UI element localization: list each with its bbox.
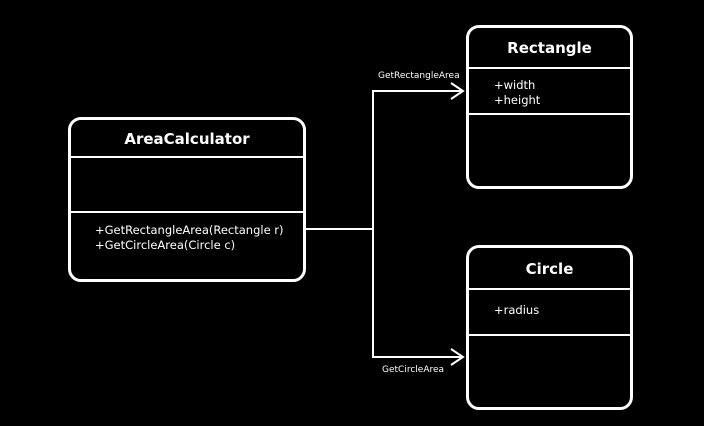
edge-label-get-rectangle-area: GetRectangleArea bbox=[378, 71, 460, 81]
class-attributes-section: +width +height bbox=[469, 69, 630, 115]
edge-label-get-circle-area: GetCircleArea bbox=[382, 365, 445, 375]
class-name-area-calculator: AreaCalculator bbox=[124, 130, 250, 148]
class-operations-section: +GetRectangleArea(Rectangle r) +GetCircl… bbox=[71, 213, 303, 253]
class-circle[interactable]: Circle +radius bbox=[466, 245, 633, 410]
class-name-circle: Circle bbox=[525, 260, 574, 278]
class-name-section: AreaCalculator bbox=[71, 120, 303, 158]
operation-get-circle-area: +GetCircleArea(Circle c) bbox=[95, 238, 236, 252]
attribute-width: +width bbox=[494, 78, 536, 92]
class-rectangle[interactable]: Rectangle +width +height bbox=[466, 25, 633, 189]
edge-line-to-rectangle bbox=[306, 90, 463, 230]
class-attributes-section: +radius bbox=[469, 290, 630, 336]
attribute-height: +height bbox=[494, 93, 541, 107]
arrowhead-rectangle-icon bbox=[450, 82, 465, 100]
class-name-rectangle: Rectangle bbox=[507, 39, 592, 57]
class-attributes-section bbox=[71, 158, 303, 213]
class-area-calculator[interactable]: AreaCalculator +GetRectangleArea(Rectang… bbox=[68, 117, 306, 282]
operation-get-rectangle-area: +GetRectangleArea(Rectangle r) bbox=[95, 223, 284, 237]
arrowhead-circle-icon bbox=[450, 348, 465, 366]
attribute-radius: +radius bbox=[494, 303, 540, 317]
class-name-section: Circle bbox=[469, 248, 630, 290]
class-name-section: Rectangle bbox=[469, 28, 630, 69]
edge-line-to-circle bbox=[372, 229, 463, 358]
